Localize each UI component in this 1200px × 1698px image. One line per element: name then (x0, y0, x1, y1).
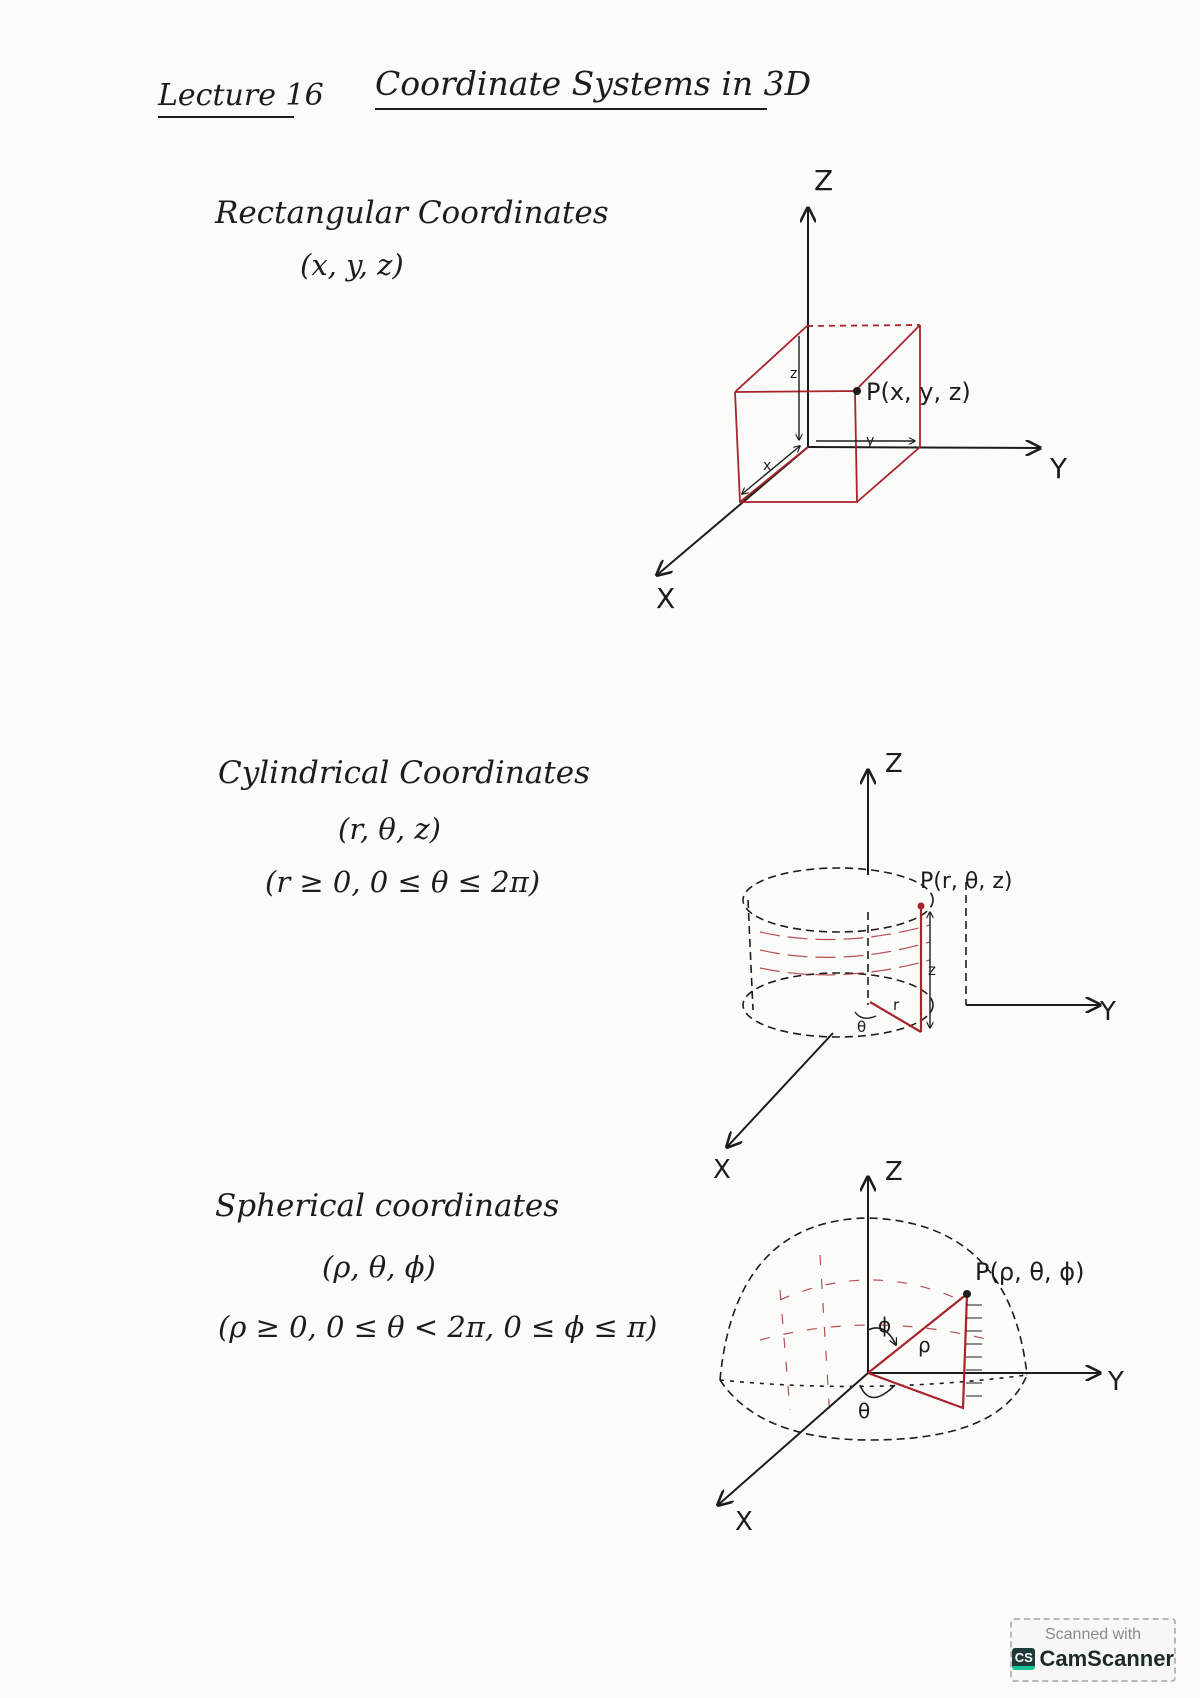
cylindrical-constraints: (r ≥ 0, 0 ≤ θ ≤ 2π) (265, 865, 541, 899)
cyl-dim-r-label: r (893, 996, 900, 1014)
lecture-number: Lecture 16 (158, 78, 324, 113)
camscanner-logo-icon: CS (1012, 1648, 1036, 1670)
y-axis-arrow (807, 447, 1040, 448)
cyl-z-axis-label: Z (885, 749, 903, 779)
sph-rho-label: ρ (918, 1333, 931, 1357)
point-p-label: P(x, y, z) (866, 378, 971, 406)
sph-z-axis-label: Z (885, 1157, 903, 1187)
cylindrical-title: Cylindrical Coordinates (218, 755, 590, 791)
sph-x-axis-label: X (735, 1507, 753, 1537)
dim-z-label: z (790, 366, 797, 382)
cyl-x-axis-arrow (727, 1032, 834, 1147)
rectangular-title: Rectangular Coordinates (215, 195, 609, 231)
lecture-underline (158, 116, 294, 118)
cyl-theta-label: θ (857, 1018, 866, 1036)
sph-theta-label: θ (858, 1399, 870, 1423)
rectangular-box (734, 324, 921, 503)
rectangular-notation: (x, y, z) (300, 248, 404, 282)
cyl-dim-z-label: z (928, 961, 936, 979)
sph-x-axis-arrow (718, 1372, 869, 1505)
spherical-title: Spherical coordinates (215, 1188, 560, 1224)
cyl-x-axis-label: X (713, 1155, 731, 1185)
sph-y-axis-label: Y (1107, 1367, 1124, 1397)
cylindrical-diagram: z r θ P(r, θ, z) Z Y X (713, 749, 1116, 1185)
point-p (853, 387, 861, 395)
spherical-diagram: ϕ ρ θ P(ρ, θ, ϕ) Z Y X (718, 1157, 1124, 1537)
scanned-with-text: Scanned with (1044, 1626, 1142, 1643)
y-axis-label: Y (1049, 452, 1068, 485)
title-underline (375, 108, 767, 110)
sph-point-label: P(ρ, θ, ϕ) (975, 1258, 1084, 1286)
hemisphere-outline (719, 1217, 1028, 1441)
camscanner-watermark: Scanned with CS CamScanner (1010, 1618, 1176, 1682)
dim-x-label: x (763, 458, 771, 474)
z-axis-label: Z (814, 164, 833, 197)
rectangular-diagram: z y x P(x, y, z) Z Y X (656, 164, 1068, 615)
cyl-point-label: P(r, θ, z) (920, 869, 1012, 894)
cylindrical-notation: (r, θ, z) (338, 812, 441, 846)
x-axis-label: X (656, 582, 675, 615)
spherical-constraints: (ρ ≥ 0, 0 ≤ θ < 2π, 0 ≤ ϕ ≤ π) (218, 1310, 658, 1344)
sph-phi-label: ϕ (878, 1313, 891, 1337)
page-title: Coordinate Systems in 3D (375, 64, 812, 103)
camscanner-brand-name: CamScanner (1039, 1646, 1174, 1671)
cyl-y-axis-label: Y (1099, 997, 1116, 1027)
dim-y-label: y (866, 433, 874, 449)
camscanner-brand: CS CamScanner (1012, 1646, 1174, 1672)
spherical-notation: (ρ, θ, ϕ) (322, 1250, 436, 1284)
